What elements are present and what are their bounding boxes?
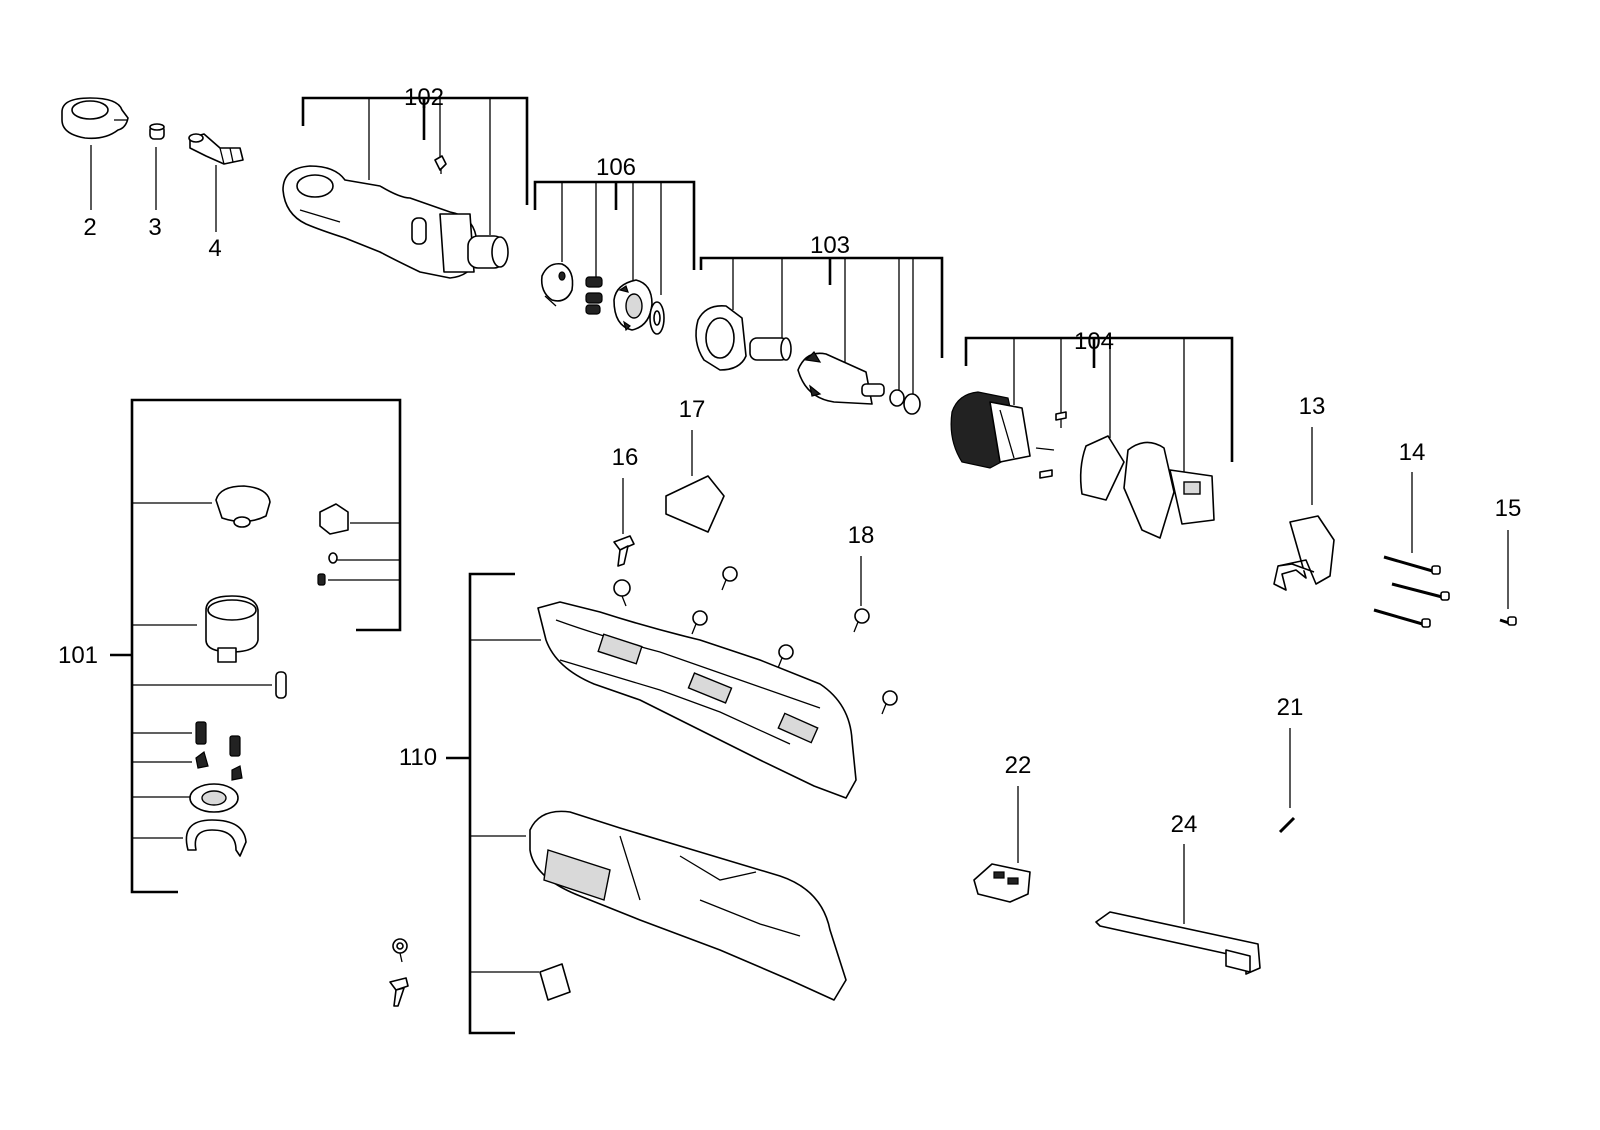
callout-21: 21 <box>1277 694 1304 721</box>
part-110-housing-half-outer <box>529 810 847 1001</box>
part-106-planetary-set <box>540 262 665 335</box>
callout-2: 2 <box>83 214 96 241</box>
part-21-pin <box>1278 816 1296 834</box>
callout-13: 13 <box>1299 393 1326 420</box>
callout-17: 17 <box>679 396 706 423</box>
callout-101: 101 <box>58 642 98 669</box>
callout-15: 15 <box>1495 495 1522 522</box>
callout-18: 18 <box>848 522 875 549</box>
callout-110: 110 <box>399 744 437 771</box>
callout-3: 3 <box>148 214 161 241</box>
leader-lines <box>90 145 1509 924</box>
part-17-label <box>665 475 725 533</box>
part-103-motor <box>695 304 921 415</box>
part-2-clamp-ring <box>61 97 129 140</box>
callout-16: 16 <box>612 444 639 471</box>
part-110-housing-half-inner <box>537 601 857 799</box>
part-101-drive-head <box>185 485 349 857</box>
part-110-small-parts <box>389 938 571 1007</box>
part-24-strip <box>1095 911 1261 975</box>
part-15-screw <box>1499 616 1517 626</box>
callout-106: 106 <box>596 154 636 181</box>
bracket-101 <box>110 398 402 894</box>
callout-4: 4 <box>208 235 221 262</box>
part-18-housing-screws <box>613 566 898 715</box>
part-104-electronics <box>950 391 1215 539</box>
part-3-bushing <box>149 123 165 140</box>
bracket-110 <box>446 572 541 1035</box>
part-14-long-screws <box>1373 555 1450 628</box>
callout-103: 103 <box>810 232 850 259</box>
part-16-screw <box>613 535 635 567</box>
part-102-gear-housing <box>282 155 509 279</box>
part-22-switch-cover <box>973 863 1031 903</box>
bracket-102 <box>301 96 529 235</box>
bracket-106 <box>533 180 696 295</box>
callout-24: 24 <box>1171 811 1198 838</box>
bracket-103 <box>699 256 944 395</box>
part-4-shaft <box>188 133 244 165</box>
callout-14: 14 <box>1399 439 1426 466</box>
part-13-end-cap <box>1273 515 1335 591</box>
callout-22: 22 <box>1005 752 1032 779</box>
